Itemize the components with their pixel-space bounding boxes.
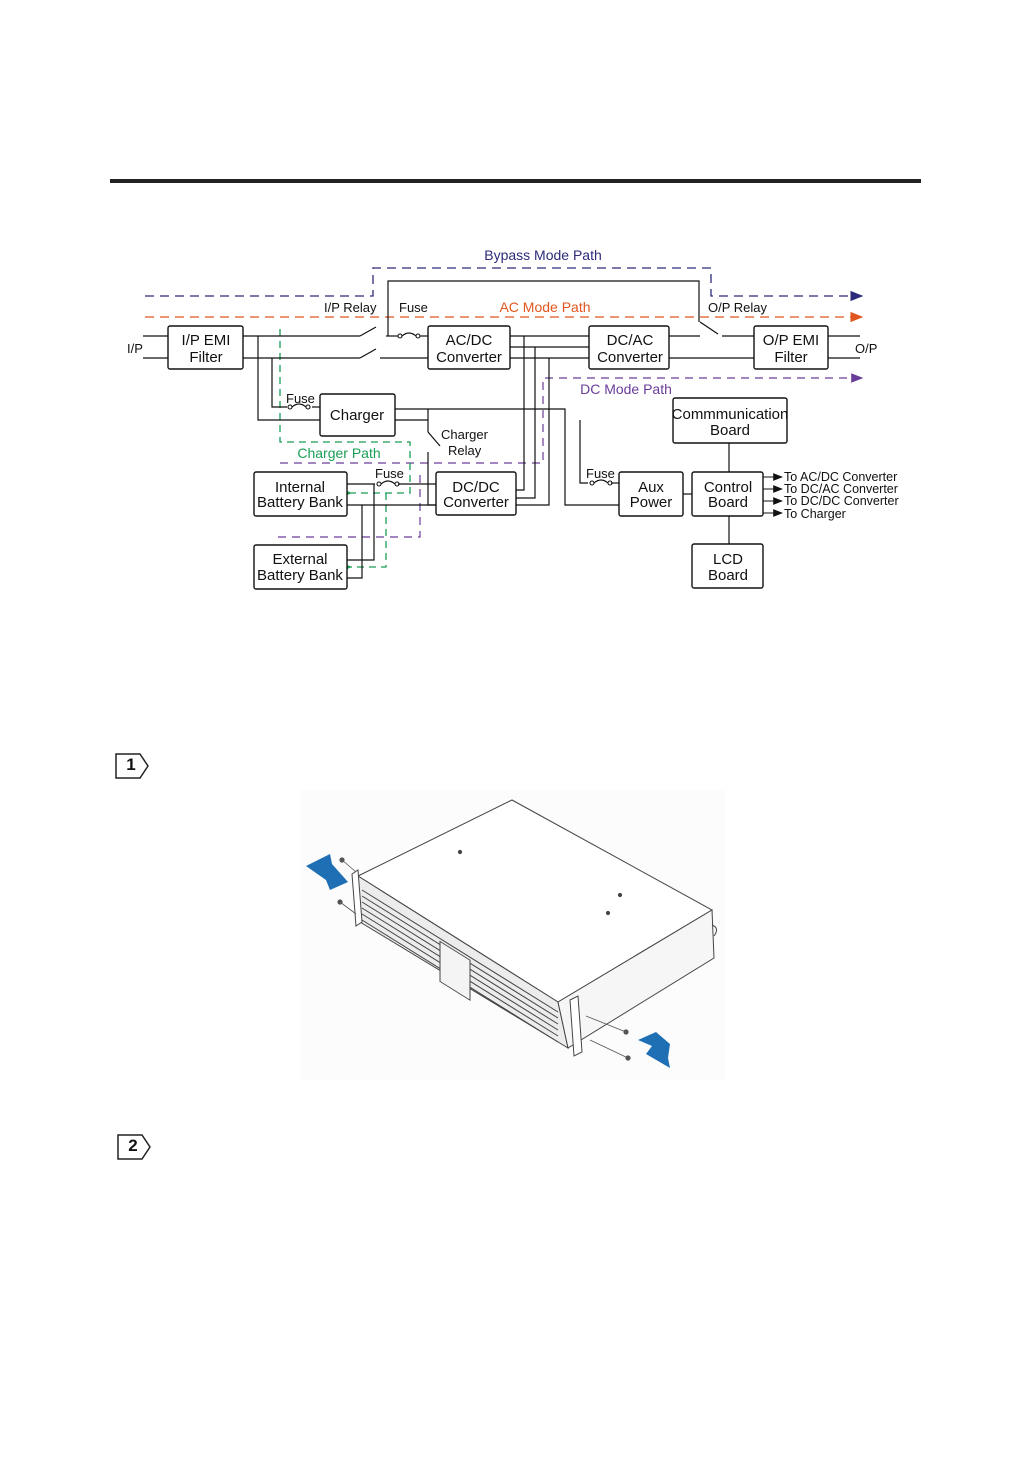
dcdc-converter-block xyxy=(435,471,517,516)
bypass-path xyxy=(145,267,864,302)
control-output-3: To DC/DC Converter xyxy=(784,494,899,508)
step-1-number: 1 xyxy=(126,755,136,774)
dc-path xyxy=(278,373,864,538)
charger-relay-label-1: Charger xyxy=(441,427,489,442)
fuse-charger-label: Fuse xyxy=(286,391,315,406)
dcac-line1: DC/AC xyxy=(607,332,654,349)
op-emi-line1: O/P EMI xyxy=(763,332,819,349)
dcdc-line1: DC/DC xyxy=(452,479,500,496)
fuse-battery-label: Fuse xyxy=(375,466,404,481)
dc-path-label: DC Mode Path xyxy=(580,381,672,397)
step-2-badge: 2 xyxy=(117,1134,157,1160)
ip-emi-line1: I/P EMI xyxy=(182,332,231,349)
fuse-symbols xyxy=(287,332,613,487)
ip-relay-label: I/P Relay xyxy=(324,300,377,315)
op-emi-filter-block xyxy=(753,325,829,370)
ip-label: I/P xyxy=(127,341,143,356)
internal-battery-block xyxy=(253,471,348,517)
bypass-path-label: Bypass Mode Path xyxy=(484,247,602,263)
comm-line1: Commmunication xyxy=(672,406,789,423)
dcdc-line2: Converter xyxy=(443,494,509,511)
dcac-converter-block xyxy=(588,325,670,370)
dcac-line2: Converter xyxy=(597,349,663,366)
external-battery-line2: Battery Bank xyxy=(257,567,343,584)
comm-line2: Board xyxy=(710,422,750,439)
charger-path-label: Charger Path xyxy=(297,445,380,461)
control-output-1: To AC/DC Converter xyxy=(784,470,897,484)
control-output-arrows xyxy=(763,473,784,517)
op-relay-label: O/P Relay xyxy=(708,300,768,315)
control-line2: Board xyxy=(708,494,748,511)
lcd-line2: Board xyxy=(708,567,748,584)
internal-battery-line2: Battery Bank xyxy=(257,494,343,511)
ip-emi-filter-block xyxy=(167,325,244,370)
control-output-4: To Charger xyxy=(784,507,846,521)
aux-line1: Aux xyxy=(638,479,664,496)
fuse-main-label: Fuse xyxy=(399,300,428,315)
header-rule xyxy=(110,179,921,183)
charger-block xyxy=(319,393,396,437)
wiring xyxy=(143,280,860,579)
step-1-badge: 1 xyxy=(115,753,155,779)
acdc-line2: Converter xyxy=(436,349,502,366)
step-2-number: 2 xyxy=(128,1136,138,1155)
charger-path xyxy=(279,329,411,572)
control-board-block xyxy=(691,471,764,517)
lcd-line1: LCD xyxy=(713,551,743,568)
insert-arrows xyxy=(306,854,670,1068)
op-label: O/P xyxy=(855,341,877,356)
control-output-2: To DC/AC Converter xyxy=(784,482,898,496)
aux-power-block xyxy=(618,471,684,517)
aux-line2: Power xyxy=(630,494,673,511)
lcd-board-block xyxy=(691,543,764,589)
op-emi-line2: Filter xyxy=(774,349,807,366)
ac-path-label: AC Mode Path xyxy=(499,299,590,315)
external-battery-block xyxy=(253,544,348,590)
charger-label: Charger xyxy=(330,407,384,424)
communication-board-block xyxy=(672,397,788,444)
ip-emi-line2: Filter xyxy=(189,349,222,366)
internal-battery-line1: Internal xyxy=(275,479,325,496)
control-line1: Control xyxy=(704,479,752,496)
block-diagram: Bypass Mode Path AC Mode Path DC Mode Pa… xyxy=(127,247,899,590)
charger-relay-label-2: Relay xyxy=(448,443,482,458)
external-battery-line1: External xyxy=(272,551,327,568)
ups-rack-illustration xyxy=(300,790,725,1080)
fuse-aux-label: Fuse xyxy=(586,466,615,481)
acdc-line1: AC/DC xyxy=(446,332,493,349)
acdc-converter-block xyxy=(427,325,511,370)
